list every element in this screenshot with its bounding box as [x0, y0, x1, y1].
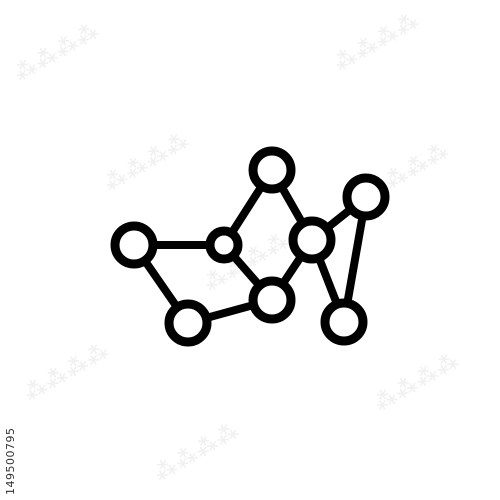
atom-node	[342, 173, 390, 221]
atom-node	[205, 226, 243, 264]
atom-node	[248, 146, 296, 194]
atom-node	[248, 276, 296, 324]
stock-id-label: 149500795	[4, 427, 17, 496]
atoms-group	[110, 146, 390, 347]
atom-node	[110, 221, 158, 269]
atom-node	[288, 216, 336, 264]
atom-node	[320, 298, 368, 346]
atom-node	[164, 299, 212, 347]
